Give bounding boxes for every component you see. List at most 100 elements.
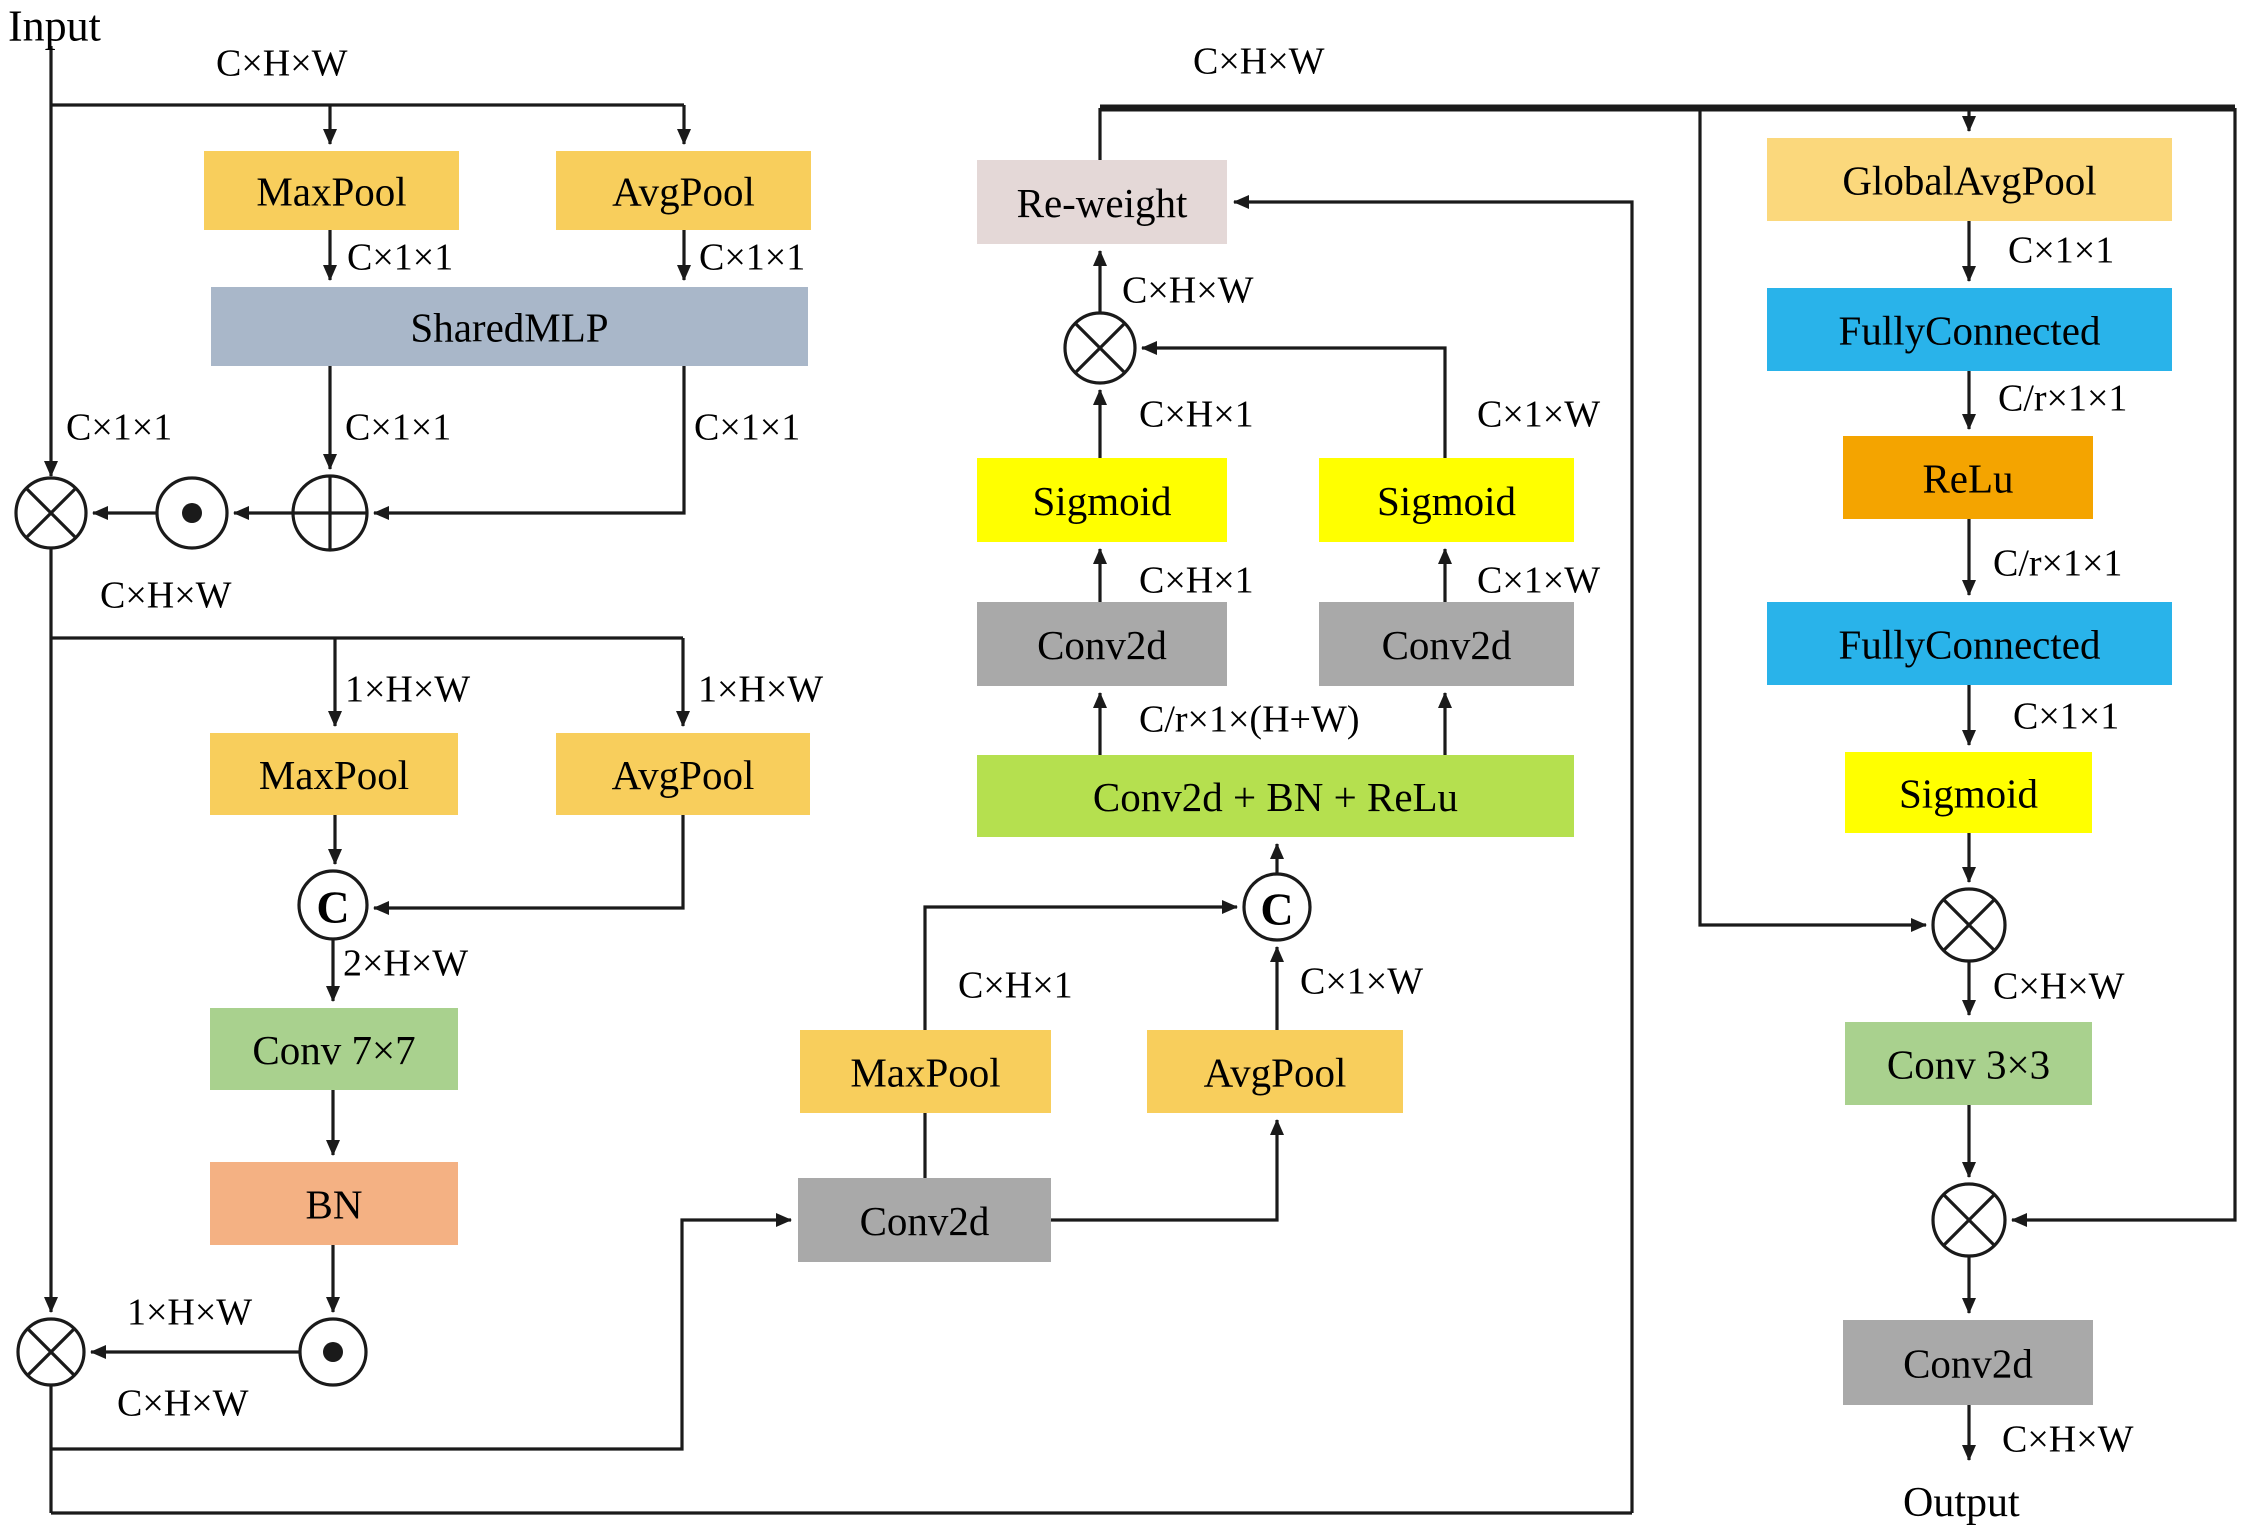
conv7x7-box (210, 1008, 458, 1090)
node-avgpool-1: AvgPool (556, 151, 811, 230)
multiply-icon (1943, 899, 1995, 951)
dim-label-20: C×H×1 (1139, 394, 1254, 436)
dim-label-13: 1×H×W (127, 1292, 252, 1334)
sigmoid-mid-left-label: Sigmoid (1033, 478, 1172, 524)
node-maxpool-3: MaxPool (800, 1030, 1051, 1113)
dim-label-15: C×H×1 (958, 965, 1073, 1007)
fullyconnected-2-box (1767, 602, 2172, 685)
avgpool-3-label: AvgPool (1204, 1050, 1347, 1096)
edge-8 (373, 366, 686, 520)
edge-37 (1698, 108, 1927, 932)
multiply-icon (27, 1328, 75, 1376)
dim-label-10: 1×H×W (345, 669, 470, 711)
dot-icon (182, 503, 202, 523)
node-conv2d-mid-right: Conv2d (1319, 602, 1574, 686)
maxpool-3-box (800, 1030, 1051, 1113)
multiply-left-top-operator (14, 476, 88, 550)
node-reweight: Re-weight (977, 160, 1227, 244)
dim-label-29: C×H×W (2002, 1419, 2134, 1461)
node-avgpool-2: AvgPool (556, 733, 810, 815)
sharedmlp-box (211, 287, 808, 366)
fullyconnected-1-label: FullyConnected (1839, 308, 2101, 354)
dim-label-19: C×1×W (1477, 560, 1600, 602)
edge-16 (373, 815, 685, 915)
fullyconnected-1-box (1767, 288, 2172, 371)
sigmoid-dot-left-top-operator (155, 476, 229, 550)
sigmoid-right-label: Sigmoid (1899, 771, 2038, 817)
relu-label: ReLu (1922, 456, 2013, 502)
multiply-right-bottom-operator (1931, 1182, 2007, 1258)
multiply-right-top-operator (1931, 887, 2007, 963)
maxpool-2-box (210, 733, 458, 815)
multiply-left-bottom-operator (16, 1317, 86, 1387)
edge-22 (51, 1213, 792, 1451)
sharedmlp-label: SharedMLP (410, 305, 608, 351)
edges-layer (44, 46, 2237, 1515)
node-conv7x7: Conv 7×7 (210, 1008, 458, 1090)
maxpool-2-label: MaxPool (259, 752, 409, 798)
fullyconnected-2-label: FullyConnected (1839, 622, 2101, 668)
avgpool-2-box (556, 733, 810, 815)
concat-center-circle (1242, 872, 1312, 942)
dim-label-12: 2×H×W (343, 943, 468, 985)
maxpool-3-label: MaxPool (850, 1050, 1000, 1096)
concat-icon: C (316, 882, 349, 933)
dim-label-3: C×H×W (216, 43, 348, 85)
relu-box (1843, 436, 2093, 519)
conv2d-mid-left-box (977, 602, 1227, 686)
output-label: Output (1903, 1480, 2020, 1526)
node-globalavgpool: GlobalAvgPool (1767, 138, 2172, 221)
sigmoid-mid-left-box (977, 458, 1227, 542)
sigmoid-mid-right-label: Sigmoid (1377, 478, 1516, 524)
node-maxpool-2: MaxPool (210, 733, 458, 815)
node-conv2d-right: Conv2d (1843, 1320, 2093, 1405)
avgpool-1-box (556, 151, 811, 230)
dim-label-25: C/r×1×1 (1998, 378, 2127, 420)
avgpool-2-label: AvgPool (612, 752, 755, 798)
conv-bn-relu-label: Conv2d + BN + ReLu (1093, 774, 1458, 820)
conv3x3-label: Conv 3×3 (1887, 1042, 2050, 1088)
node-relu: ReLu (1843, 436, 2093, 519)
conv3x3-box (1845, 1022, 2092, 1105)
node-maxpool-1: MaxPool (204, 151, 459, 230)
sigmoid-dot-left-bottom-operator (298, 1317, 368, 1387)
bn-box (210, 1162, 458, 1245)
node-sharedmlp: SharedMLP (211, 287, 808, 366)
conv2d-mid-left-label: Conv2d (1037, 622, 1167, 668)
dim-label-27: C×1×1 (2013, 696, 2119, 738)
conv2d-center-box (798, 1178, 1051, 1262)
edge-38 (2011, 108, 2237, 1227)
node-sigmoid-mid-right: Sigmoid (1319, 458, 1574, 542)
conv-bn-relu-box (977, 755, 1574, 837)
node-conv-bn-relu: Conv2d + BN + ReLu (977, 755, 1574, 837)
node-conv2d-center: Conv2d (798, 1178, 1051, 1262)
conv2d-right-box (1843, 1320, 2093, 1405)
globalavgpool-box (1767, 138, 2172, 221)
node-conv3x3: Conv 3×3 (1845, 1022, 2092, 1105)
concat-icon: C (1260, 884, 1293, 935)
avgpool-1-label: AvgPool (612, 169, 755, 215)
node-conv2d-mid-left: Conv2d (977, 602, 1227, 686)
multiply-icon (26, 488, 76, 538)
dim-label-7: C×1×1 (345, 407, 451, 449)
multiply-icon (1943, 1194, 1995, 1246)
conv2d-mid-right-box (1319, 602, 1574, 686)
node-fullyconnected-2: FullyConnected (1767, 602, 2172, 685)
node-avgpool-3: AvgPool (1147, 1030, 1403, 1113)
conv2d-right-label: Conv2d (1903, 1341, 2033, 1387)
avgpool-3-box (1147, 1030, 1403, 1113)
concat-center-operator: C (1242, 872, 1312, 942)
node-bn: BN (210, 1162, 458, 1245)
dim-label-24: C×1×1 (2008, 230, 2114, 272)
dim-label-16: C×1×W (1300, 961, 1423, 1003)
edge-25 (1051, 1119, 1284, 1222)
dim-label-14: C×H×W (117, 1383, 249, 1425)
maxpool-1-box (204, 151, 459, 230)
dim-label-23: C×H×W (1193, 41, 1325, 83)
sigmoid-right-box (1845, 752, 2092, 833)
